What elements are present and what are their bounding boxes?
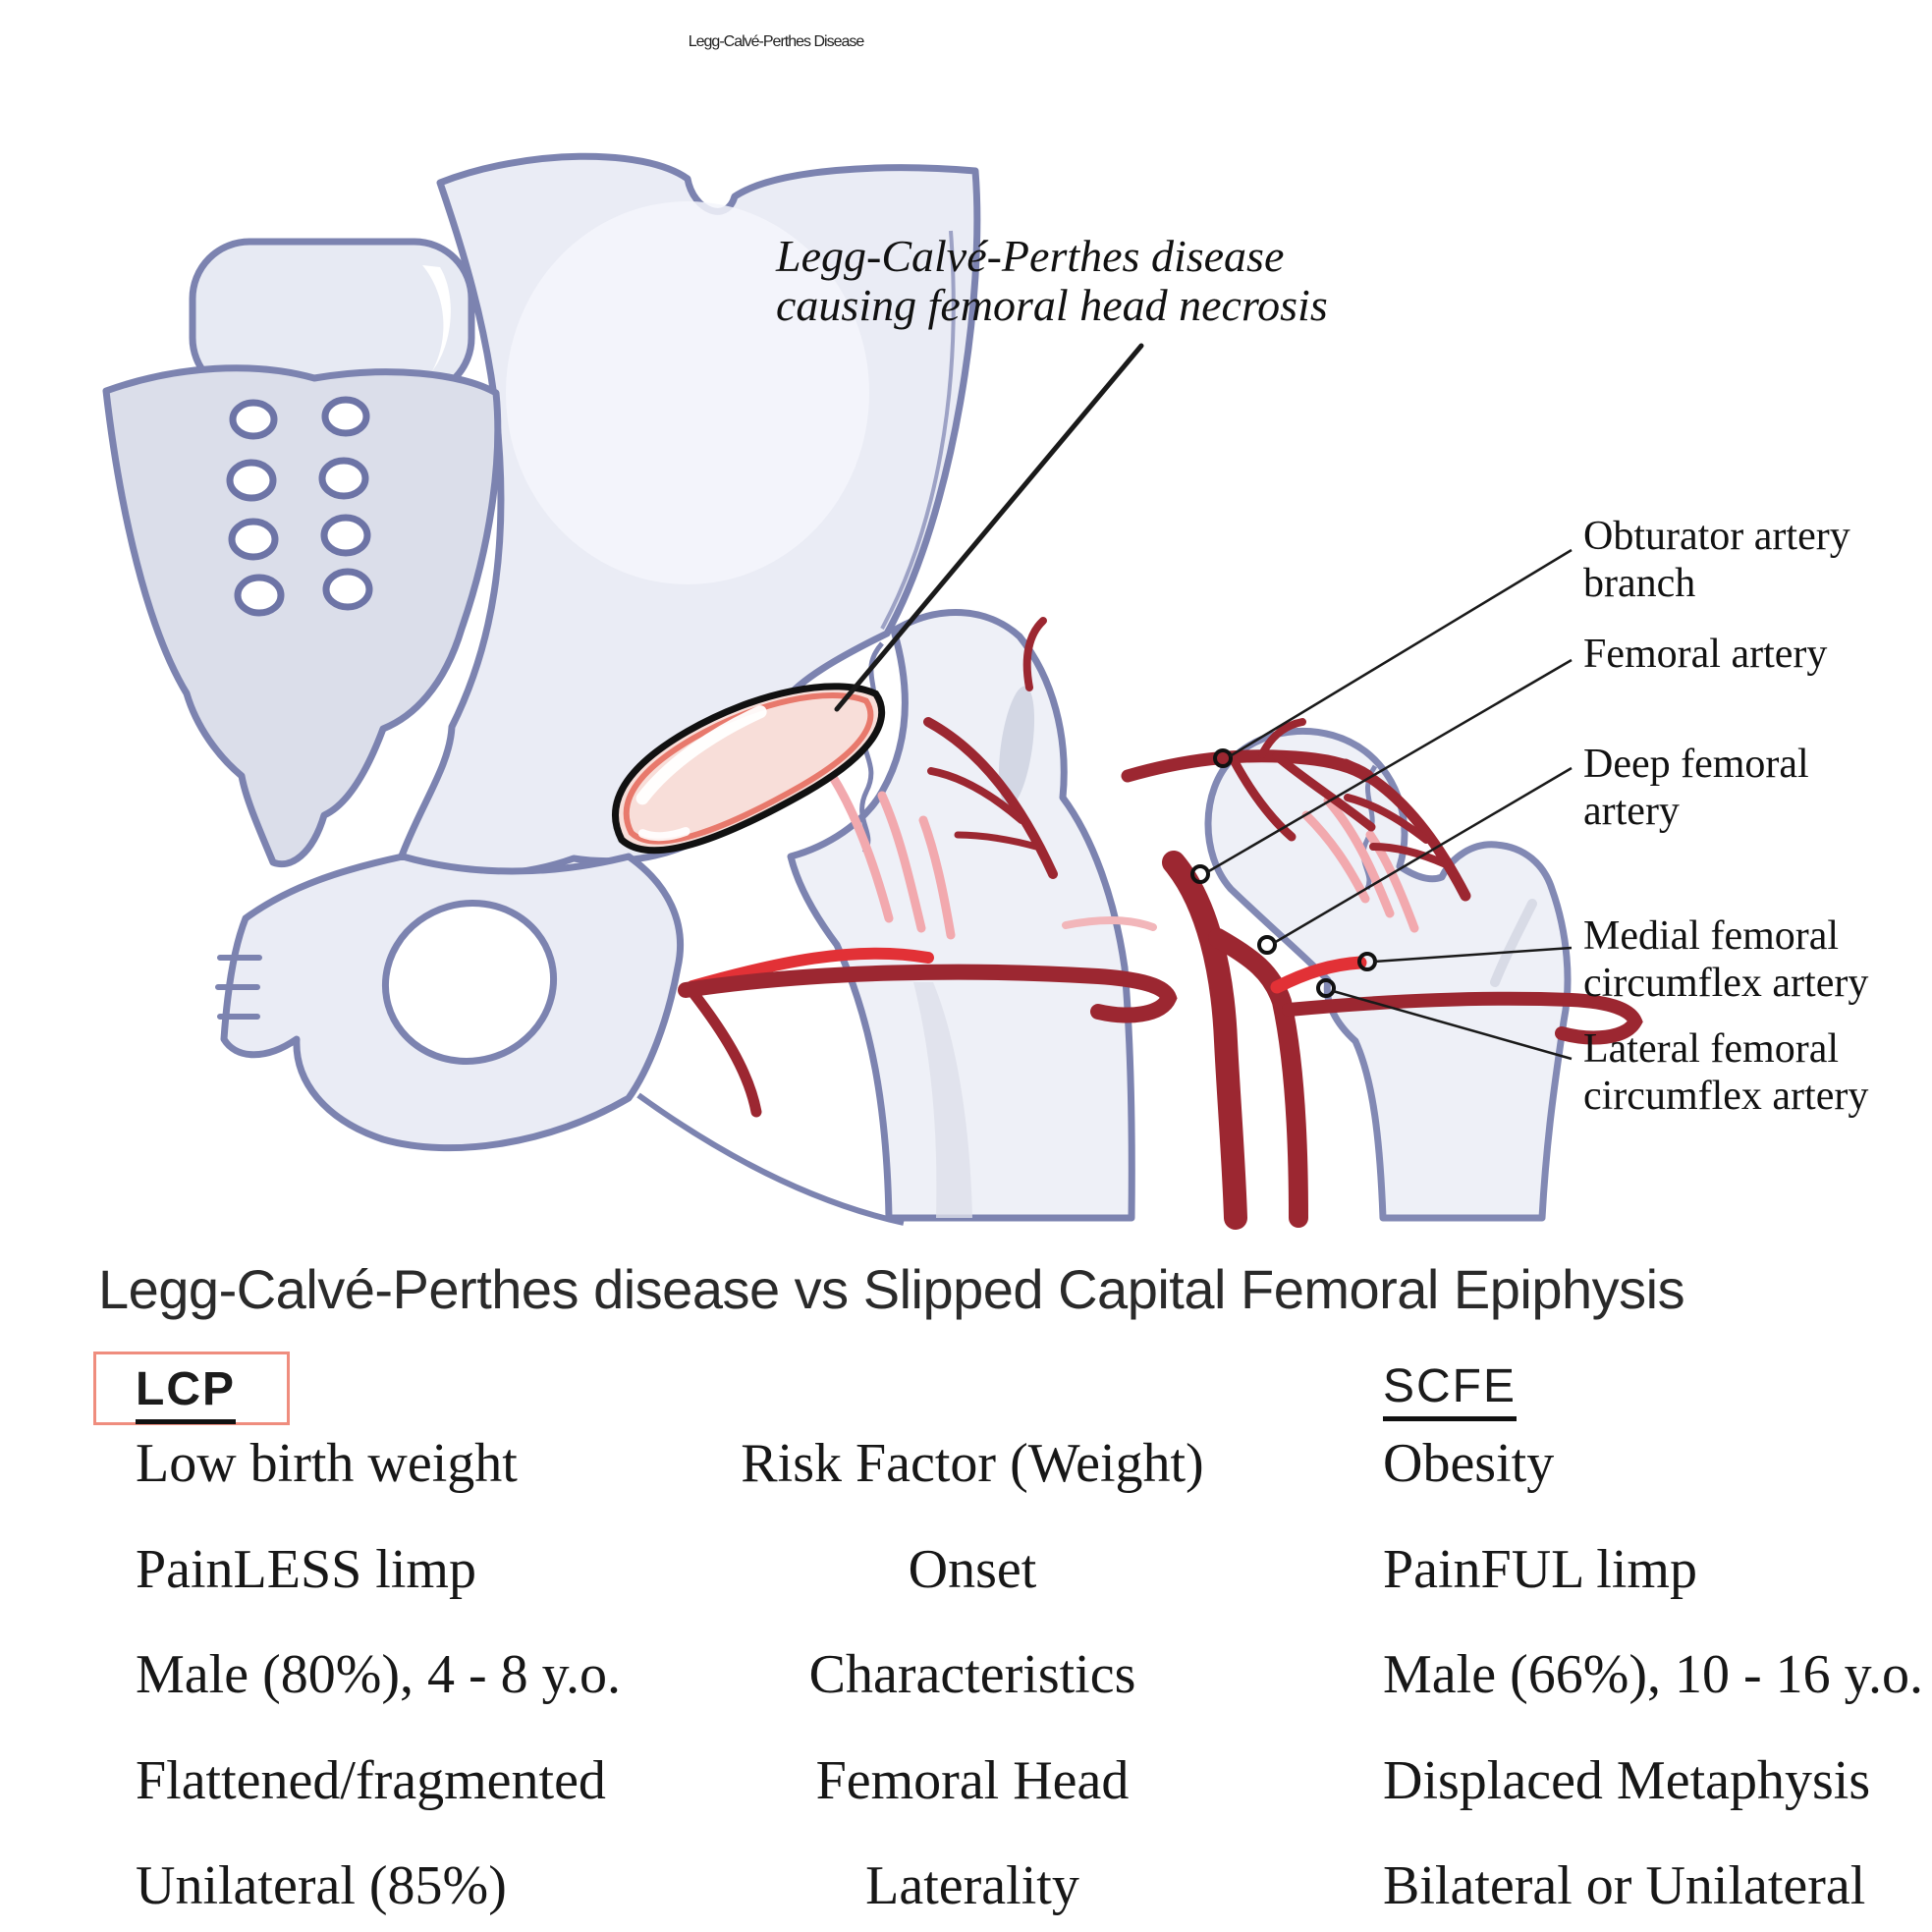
ring-deep-femoral [1257, 935, 1277, 955]
necrosis-annotation-line2: causing femoral head necrosis [776, 279, 1328, 330]
table-row: Flattened/fragmented Femoral Head Displa… [0, 1749, 1932, 1818]
necrosis-annotation-line1: Legg-Calvé-Perthes disease [776, 231, 1285, 281]
ilium-inner-contour [880, 230, 956, 630]
hip-arteries-left [678, 617, 1178, 1118]
lcp-header-box: LCP [93, 1352, 290, 1425]
leader-deep-femoral [1273, 766, 1573, 945]
category-cell: Characteristics [808, 1644, 1136, 1705]
scfe-cell: Male (66%), 10 - 16 y.o. [1383, 1644, 1924, 1705]
femur-shaft-shade [913, 982, 972, 1218]
leader-medial-circumflex [1373, 946, 1573, 964]
femoral-blood-supply-illustration [1121, 548, 1643, 1230]
hip-arteries-right [1121, 718, 1643, 1230]
label-obturator-artery-branch: Obturator artery branch [1583, 514, 1850, 606]
pelvis-hip-illustration [102, 152, 1178, 1226]
ring-femoral [1190, 864, 1210, 884]
lcp-cell: Unilateral (85%) [136, 1855, 507, 1916]
scfe-header-text: SCFE [1383, 1359, 1518, 1421]
lcp-cell: Flattened/fragmented [136, 1750, 606, 1811]
trochanteric-fossa-shade [998, 686, 1035, 807]
table-row: Male (80%), 4 - 8 y.o. Characteristics M… [0, 1643, 1932, 1712]
label-deep-femoral-artery: Deep femoral artery [1583, 742, 1809, 834]
femur-bone-right [1204, 727, 1572, 1222]
leader-lateral-circumflex [1332, 989, 1573, 1061]
lcp-cell: Low birth weight [136, 1433, 518, 1494]
ring-lateral-circumflex [1316, 978, 1336, 998]
lcp-header: LCP [136, 1362, 236, 1424]
sacral-foramina [226, 396, 373, 617]
scfe-cell: Bilateral or Unilateral [1383, 1855, 1866, 1916]
lcp-cell: Male (80%), 4 - 8 y.o. [136, 1644, 622, 1705]
obturator-foramen [381, 900, 558, 1065]
pointer-line [834, 343, 1144, 712]
label-lateral-femoral-circumflex-artery: Lateral femoral circumflex artery [1583, 1026, 1869, 1119]
table-row: PainLESS limp Onset PainFUL limp [0, 1538, 1932, 1607]
lcp-header-text: LCP [136, 1362, 236, 1424]
sacrum-bone [102, 364, 502, 868]
pubic-symphysis-ridges [215, 955, 262, 1020]
category-cell: Femoral Head [815, 1750, 1130, 1811]
label-medial-femoral-circumflex-artery: Medial femoral circumflex artery [1583, 913, 1869, 1006]
femur-physis-line-left [859, 641, 884, 855]
page-title: Legg-Calvé-Perthes Disease [688, 33, 865, 50]
ring-markers [1190, 748, 1377, 998]
comparison-heading: Legg-Calvé-Perthes disease vs Slipped Ca… [98, 1258, 1685, 1320]
ring-obturator [1213, 748, 1233, 768]
scfe-header: SCFE [1383, 1359, 1518, 1421]
iliac-fossa-highlight [506, 201, 869, 584]
trochanter-shade-right [1490, 899, 1537, 987]
leader-lines [1206, 548, 1573, 1061]
l5-highlight [422, 265, 451, 371]
table-row: Low birth weight Risk Factor (Weight) Ob… [0, 1432, 1932, 1501]
necrotic-femoral-head [612, 683, 886, 855]
ischial-edge-line [636, 1092, 905, 1226]
label-femoral-artery: Femoral artery [1583, 632, 1828, 677]
necrosis-annotation: Legg-Calvé-Perthes disease causing femor… [776, 232, 1405, 329]
category-cell: Laterality [865, 1855, 1079, 1916]
leader-obturator [1229, 548, 1573, 758]
scfe-cell: Obesity [1383, 1433, 1555, 1494]
category-cell: Risk Factor (Weight) [741, 1433, 1204, 1494]
lcp-cell: PainLESS limp [136, 1539, 476, 1600]
scfe-cell: Displaced Metaphysis [1383, 1750, 1871, 1811]
category-cell: Onset [908, 1539, 1037, 1600]
scfe-cell: PainFUL limp [1383, 1539, 1697, 1600]
leader-femoral [1206, 658, 1573, 874]
table-row: Unilateral (85%) Laterality Bilateral or… [0, 1854, 1932, 1923]
